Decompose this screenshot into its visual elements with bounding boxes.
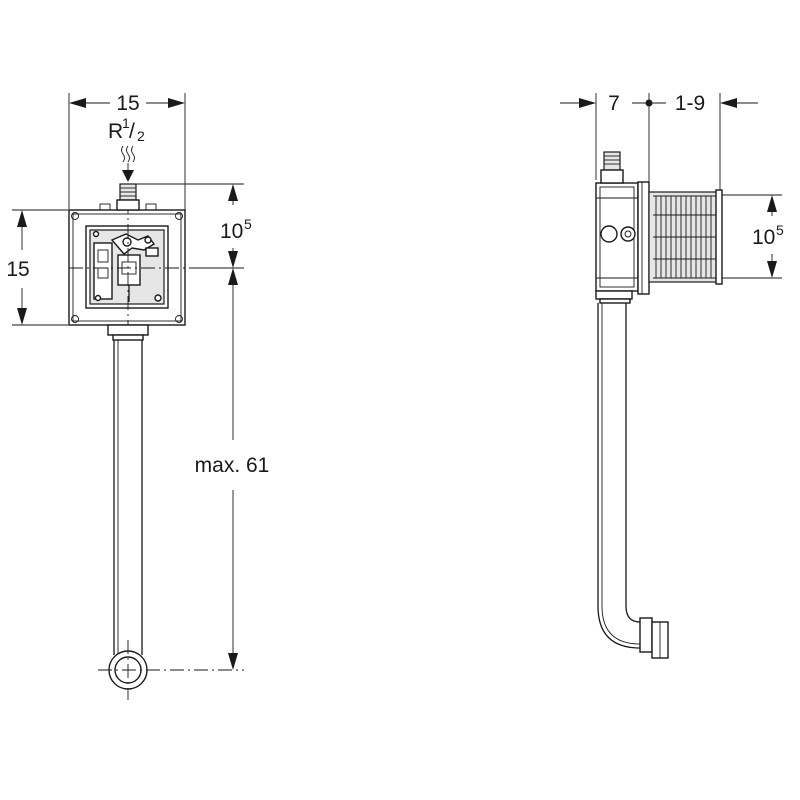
wavy-line-1 xyxy=(121,145,125,163)
front-length-label: max. 61 xyxy=(195,454,270,477)
side-offset-label-sup: 5 xyxy=(776,222,784,238)
flush-pipe-side xyxy=(597,303,669,659)
side-offset-dimension: 10 5 xyxy=(720,194,784,279)
valve-body xyxy=(93,242,113,300)
side-adjust-label: 1-9 xyxy=(675,92,705,115)
thread-label-den: 2 xyxy=(137,128,145,144)
solenoid xyxy=(117,254,141,286)
mounting-plate-side xyxy=(637,181,650,295)
wavy-line-2 xyxy=(126,145,130,163)
wavy-line-3 xyxy=(131,145,135,163)
inlet-fitting-side xyxy=(600,151,624,184)
thread-label-num: 1 xyxy=(122,115,130,131)
side-depth-label: 7 xyxy=(608,92,620,115)
housing-side xyxy=(595,182,639,304)
front-offset-dimension: 10 5 xyxy=(136,183,252,269)
thread-callout: R 1 / 2 xyxy=(108,115,145,182)
front-length-dimension: max. 61 xyxy=(195,268,270,670)
front-offset-label-main: 10 xyxy=(220,220,243,243)
front-view: 15 R 1 / 2 15 xyxy=(6,92,269,700)
front-height-label: 15 xyxy=(6,258,29,281)
front-width-label: 15 xyxy=(116,92,139,115)
front-height-dimension: 15 xyxy=(6,209,68,326)
thread-label-main: R xyxy=(108,120,123,143)
inlet-fitting-front xyxy=(116,183,140,211)
housing-front xyxy=(68,200,200,340)
thread-label-slash: / xyxy=(129,120,135,143)
thread-arrow xyxy=(122,170,134,182)
side-top-dimensions: 7 1-9 xyxy=(560,92,758,190)
front-width-dimension: 15 xyxy=(68,92,186,210)
outlet-nut-side xyxy=(639,617,653,653)
front-offset-label-sup: 5 xyxy=(244,216,252,232)
flush-pipe-front xyxy=(98,324,244,700)
side-view: 7 1-9 10 5 xyxy=(560,92,784,659)
side-offset-label-main: 10 xyxy=(752,226,775,249)
ribbed-sleeve xyxy=(648,189,723,285)
